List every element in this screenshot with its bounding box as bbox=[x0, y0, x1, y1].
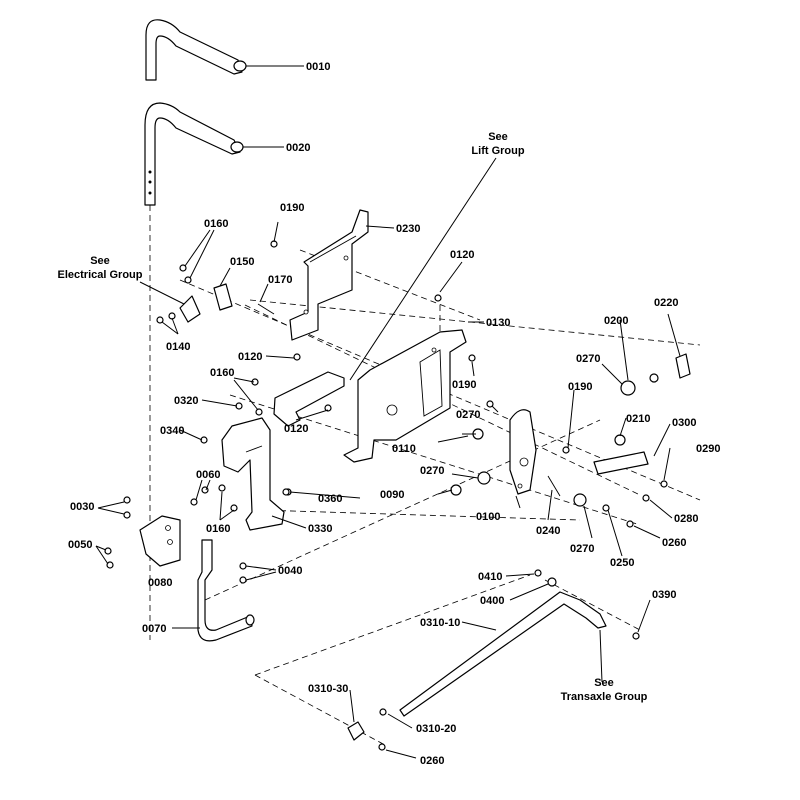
part-0310-30-link bbox=[347, 721, 365, 741]
label-0150: 0150 bbox=[230, 256, 254, 268]
note-transaxle-line2: Transaxle Group bbox=[561, 691, 648, 703]
label-0010: 0010 bbox=[306, 61, 330, 73]
label-0270-mid: 0270 bbox=[456, 409, 480, 421]
label-0270-bottom: 0270 bbox=[570, 543, 594, 555]
label-0190-far: 0190 bbox=[568, 381, 592, 393]
part-0120-bracket bbox=[273, 371, 345, 427]
note-electrical-line2: Electrical Group bbox=[58, 269, 143, 281]
label-0310-30: 0310-30 bbox=[308, 683, 348, 695]
see-transaxle-group-note: See Transaxle Group bbox=[561, 677, 648, 703]
part-0310-10-rod bbox=[399, 591, 607, 717]
label-0310-10: 0310-10 bbox=[420, 617, 460, 629]
label-0290: 0290 bbox=[696, 443, 720, 455]
part-0080-bracket bbox=[139, 515, 181, 567]
see-lift-group-note: See Lift Group bbox=[471, 131, 524, 157]
label-0080: 0080 bbox=[148, 577, 172, 589]
part-0140-switch bbox=[179, 295, 201, 323]
label-0120-bottom: 0120 bbox=[284, 423, 308, 435]
label-0260-right: 0260 bbox=[662, 537, 686, 549]
label-0240: 0240 bbox=[536, 525, 560, 537]
part-0230-bracket bbox=[289, 209, 369, 341]
label-0280: 0280 bbox=[674, 513, 698, 525]
label-0100: 0100 bbox=[476, 511, 500, 523]
part-0010-handle bbox=[145, 19, 247, 81]
label-0220: 0220 bbox=[654, 297, 678, 309]
label-0270-low: 0270 bbox=[420, 465, 444, 477]
label-0190-right: 0190 bbox=[452, 379, 476, 391]
label-0170: 0170 bbox=[268, 274, 292, 286]
label-0030: 0030 bbox=[70, 501, 94, 513]
label-0410: 0410 bbox=[478, 571, 502, 583]
label-0270-top: 0270 bbox=[576, 353, 600, 365]
label-0020: 0020 bbox=[286, 142, 310, 154]
label-0160-bottom: 0160 bbox=[206, 523, 230, 535]
fasteners bbox=[104, 240, 668, 751]
note-electrical-line1: See bbox=[90, 255, 110, 267]
note-lift-line2: Lift Group bbox=[471, 145, 524, 157]
label-0160-top: 0160 bbox=[204, 218, 228, 230]
part-0070-lever bbox=[197, 539, 255, 642]
part-0300-cylinder bbox=[593, 451, 649, 475]
label-0090: 0090 bbox=[380, 489, 404, 501]
label-0190-top: 0190 bbox=[280, 202, 304, 214]
label-0230: 0230 bbox=[396, 223, 420, 235]
part-0220-clip bbox=[675, 353, 691, 379]
label-0140: 0140 bbox=[166, 341, 190, 353]
label-0320: 0320 bbox=[174, 395, 198, 407]
label-0390: 0390 bbox=[652, 589, 676, 601]
label-0200: 0200 bbox=[604, 315, 628, 327]
label-0260-bottom: 0260 bbox=[420, 755, 444, 767]
label-0210: 0210 bbox=[626, 413, 650, 425]
label-0130: 0130 bbox=[486, 317, 510, 329]
part-0330-bracket bbox=[221, 417, 285, 531]
label-0050: 0050 bbox=[68, 539, 92, 551]
note-transaxle-line1: See bbox=[594, 677, 614, 689]
label-0310-20: 0310-20 bbox=[416, 723, 456, 735]
label-0040: 0040 bbox=[278, 565, 302, 577]
label-0110: 0110 bbox=[392, 443, 416, 455]
label-0330: 0330 bbox=[308, 523, 332, 535]
label-0250: 0250 bbox=[610, 557, 634, 569]
label-0120-top: 0120 bbox=[450, 249, 474, 261]
label-0070: 0070 bbox=[142, 623, 166, 635]
leader-lines bbox=[95, 65, 681, 759]
part-0130-plate bbox=[343, 329, 467, 463]
label-0120-left: 0120 bbox=[238, 351, 262, 363]
label-0060: 0060 bbox=[196, 469, 220, 481]
part-0020-handle-tube bbox=[144, 102, 244, 206]
label-0340: 0340 bbox=[160, 425, 184, 437]
label-0360: 0360 bbox=[318, 493, 342, 505]
label-0160-mid: 0160 bbox=[210, 367, 234, 379]
label-0400: 0400 bbox=[480, 595, 504, 607]
part-labels: 0010 0020 0190 0230 0160 0150 0170 0120 … bbox=[68, 61, 720, 767]
part-0100-arm bbox=[509, 409, 537, 495]
see-electrical-group-note: See Electrical Group bbox=[58, 255, 143, 281]
label-0300: 0300 bbox=[672, 417, 696, 429]
part-0150-clip bbox=[213, 283, 233, 311]
note-lift-line1: See bbox=[488, 131, 508, 143]
